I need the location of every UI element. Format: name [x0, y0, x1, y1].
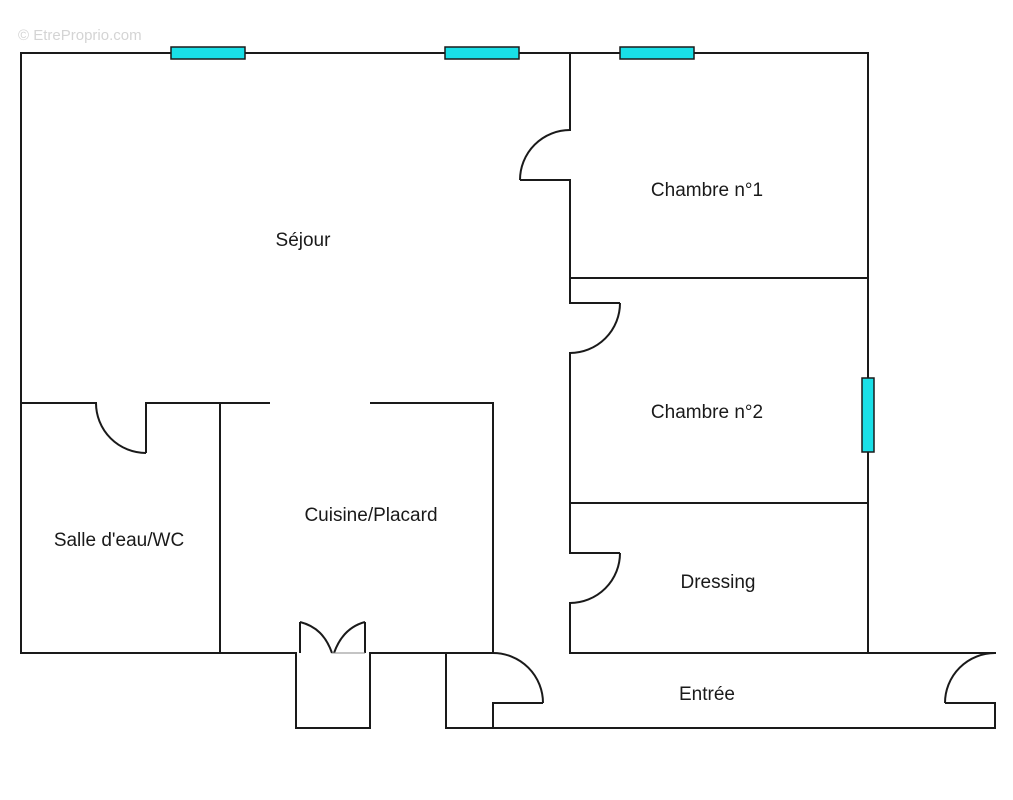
door-dressing [569, 552, 621, 604]
room-label-salle-eau: Salle d'eau/WC [54, 530, 184, 551]
window-chambre-1 [619, 46, 695, 60]
room-labels: Séjour Chambre n°1 Chambre n°2 Salle d'e… [54, 180, 763, 705]
door-chambre-2 [569, 302, 621, 354]
door-salle-eau [95, 402, 147, 454]
watermark: © EtreProprio.com [18, 27, 142, 44]
room-label-chambre-2: Chambre n°2 [651, 402, 763, 423]
room-label-cuisine: Cuisine/Placard [304, 505, 437, 526]
room-label-sejour: Séjour [276, 230, 332, 251]
walls [20, 52, 996, 729]
door-chambre-1 [519, 129, 571, 181]
room-label-chambre-1: Chambre n°1 [651, 180, 763, 201]
door-placard [299, 621, 366, 654]
door-entree-front [944, 652, 996, 704]
door-entree-inner [492, 652, 544, 704]
window-sejour-2 [444, 46, 520, 60]
room-label-dressing: Dressing [681, 572, 756, 593]
window-sejour-1 [170, 46, 246, 60]
room-label-entree: Entrée [679, 684, 735, 705]
windows [170, 46, 875, 453]
doors [95, 129, 996, 704]
window-chambre-2 [861, 377, 875, 453]
